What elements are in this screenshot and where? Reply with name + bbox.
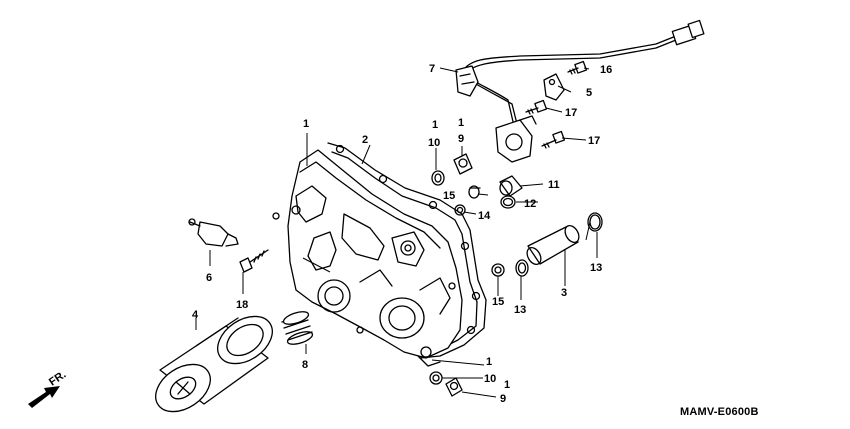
callout-1-cover: 1 <box>303 118 309 130</box>
pin-part-15-lower <box>491 263 505 277</box>
pin-part-15-upper <box>468 185 481 199</box>
oring-part-12 <box>500 195 516 209</box>
bolt-part-18 <box>239 249 269 273</box>
callout-1-upper: 1 <box>432 119 438 131</box>
callout-12: 12 <box>524 198 536 210</box>
bolt-part-17a <box>525 99 548 115</box>
callout-10-upper: 10 <box>428 137 440 149</box>
callout-16: 16 <box>600 64 612 76</box>
callout-13-pipe: 13 <box>514 304 526 316</box>
callout-8: 8 <box>302 359 308 371</box>
sensor-part-6 <box>188 218 239 247</box>
callout-18: 18 <box>236 299 248 311</box>
callout-14: 14 <box>478 210 491 222</box>
diagram-reference-code: MAMV-E0600B <box>680 406 759 418</box>
oring-part-13-pipe <box>515 259 529 277</box>
direction-label: FR. <box>47 369 68 389</box>
bolt-part-17b <box>541 130 566 149</box>
callout-10-lower: 10 <box>484 373 496 385</box>
callout-15-lower: 15 <box>492 296 504 308</box>
callout-9-lower: 9 <box>500 393 506 405</box>
callout-17-upper: 17 <box>565 107 577 119</box>
oil-filter-part-4 <box>155 315 273 413</box>
callout-1-lower-bottom: 1 <box>504 379 510 391</box>
bolt-part-16 <box>567 60 588 75</box>
callout-13-right: 13 <box>590 262 602 274</box>
callout-3: 3 <box>561 287 567 299</box>
cover-part-1 <box>272 149 463 367</box>
callout-6: 6 <box>206 272 212 284</box>
callout-15-upper: 15 <box>443 190 455 202</box>
washer-part-10-lower <box>429 371 443 385</box>
washer-part-10-upper <box>431 170 445 186</box>
callout-5: 5 <box>586 87 592 99</box>
oring-part-14 <box>454 204 466 216</box>
callout-11: 11 <box>548 179 560 191</box>
callout-17-lower: 17 <box>588 135 600 147</box>
callout-7: 7 <box>429 63 435 75</box>
callout-4: 4 <box>192 309 199 321</box>
cap-part-9-upper <box>453 153 473 175</box>
collar-part-11 <box>499 175 523 197</box>
gasket-part-2 <box>327 142 487 359</box>
oring-part-13-right <box>587 212 603 232</box>
front-direction-arrow-icon <box>28 386 60 408</box>
callout-2: 2 <box>362 134 368 146</box>
clamp-part-5 <box>543 73 565 101</box>
callout-9-upper: 9 <box>458 133 464 145</box>
callout-1-upper-right: 1 <box>458 117 464 129</box>
plug-part-9-lower <box>445 377 463 397</box>
leader-lines <box>195 67 598 398</box>
switch-harness-part-7 <box>455 19 705 163</box>
callout-1-lower: 1 <box>486 356 492 368</box>
pipe-part-3 <box>526 224 580 266</box>
spring-part-8 <box>281 311 314 345</box>
